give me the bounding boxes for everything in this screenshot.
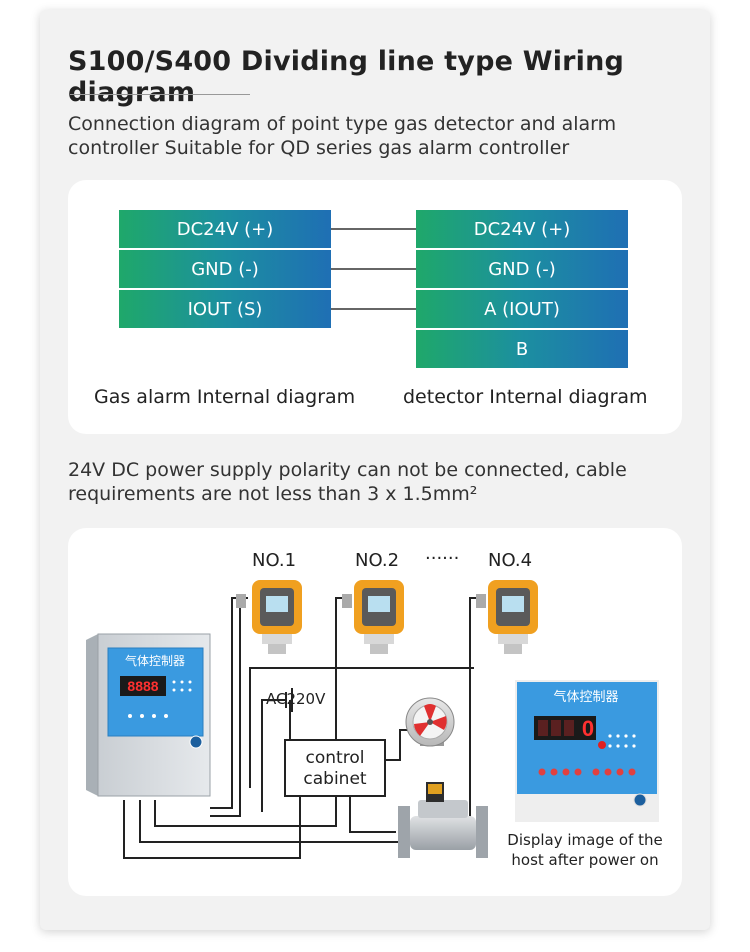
svg-text:8888: 8888 (127, 678, 158, 694)
detector-device-1 (236, 580, 302, 654)
controller-terminal-iout: IOUT (S) (119, 290, 331, 328)
cabinet-label-line-2: cabinet (303, 769, 367, 789)
note-line-1: 24V DC power supply polarity can not be … (68, 459, 627, 481)
detector-terminal-a: A (IOUT) (416, 290, 628, 328)
cabinet-label-line-1: control (305, 748, 365, 768)
display-panel-text: 气体控制器 (553, 689, 618, 704)
power-symbol (280, 688, 293, 712)
detector-terminal-b: B (416, 330, 628, 368)
page-title: S100/S400 Dividing line type Wiring diag… (68, 46, 625, 108)
gas-controller-device: 8888 (86, 633, 211, 797)
detector-terminal-gnd: GND (-) (416, 250, 628, 288)
detector-device-4 (476, 580, 538, 654)
solenoid-valve (398, 782, 488, 858)
exhaust-fan (405, 697, 455, 747)
title-divider (70, 94, 250, 95)
display-caption-line-1: Display image of the (507, 831, 663, 849)
display-reading: 0 (582, 716, 594, 741)
control-cabinet-label: control cabinet (285, 748, 385, 790)
controller-terminal-gnd: GND (-) (119, 250, 331, 288)
wire-signal (331, 308, 416, 310)
display-caption-line-2: host after power on (511, 851, 659, 869)
wire-dc24v (331, 228, 416, 230)
detector-terminal-dc24v: DC24V (+) (416, 210, 628, 248)
detector-label-ellipsis: ······ (425, 548, 460, 569)
control-cabinet-box (284, 739, 386, 797)
intro-line-2: controller Suitable for QD series gas al… (68, 137, 570, 159)
wire-gnd (331, 268, 416, 270)
controller-caption: Gas alarm Internal diagram (94, 386, 356, 408)
detector-label-2: NO.2 (355, 550, 400, 571)
detector-label-4: NO.4 (488, 550, 533, 571)
display-image (515, 680, 659, 822)
detector-label-1: NO.1 (252, 550, 297, 571)
detector-device-2 (342, 580, 404, 654)
controller-panel-text: 气体控制器 (125, 653, 185, 668)
detector-caption: detector Internal diagram (403, 386, 648, 408)
intro-line-1: Connection diagram of point type gas det… (68, 113, 617, 135)
controller-terminal-dc24v: DC24V (+) (119, 210, 331, 248)
terminal-diagram-panel: DC24V (+) GND (-) IOUT (S) DC24V (+) GND… (68, 180, 682, 434)
note-line-2: requirements are not less than 3 x 1.5mm… (68, 483, 478, 505)
power-label: AC220V (266, 690, 326, 708)
display-caption: Display image of the host after power on (500, 830, 670, 870)
